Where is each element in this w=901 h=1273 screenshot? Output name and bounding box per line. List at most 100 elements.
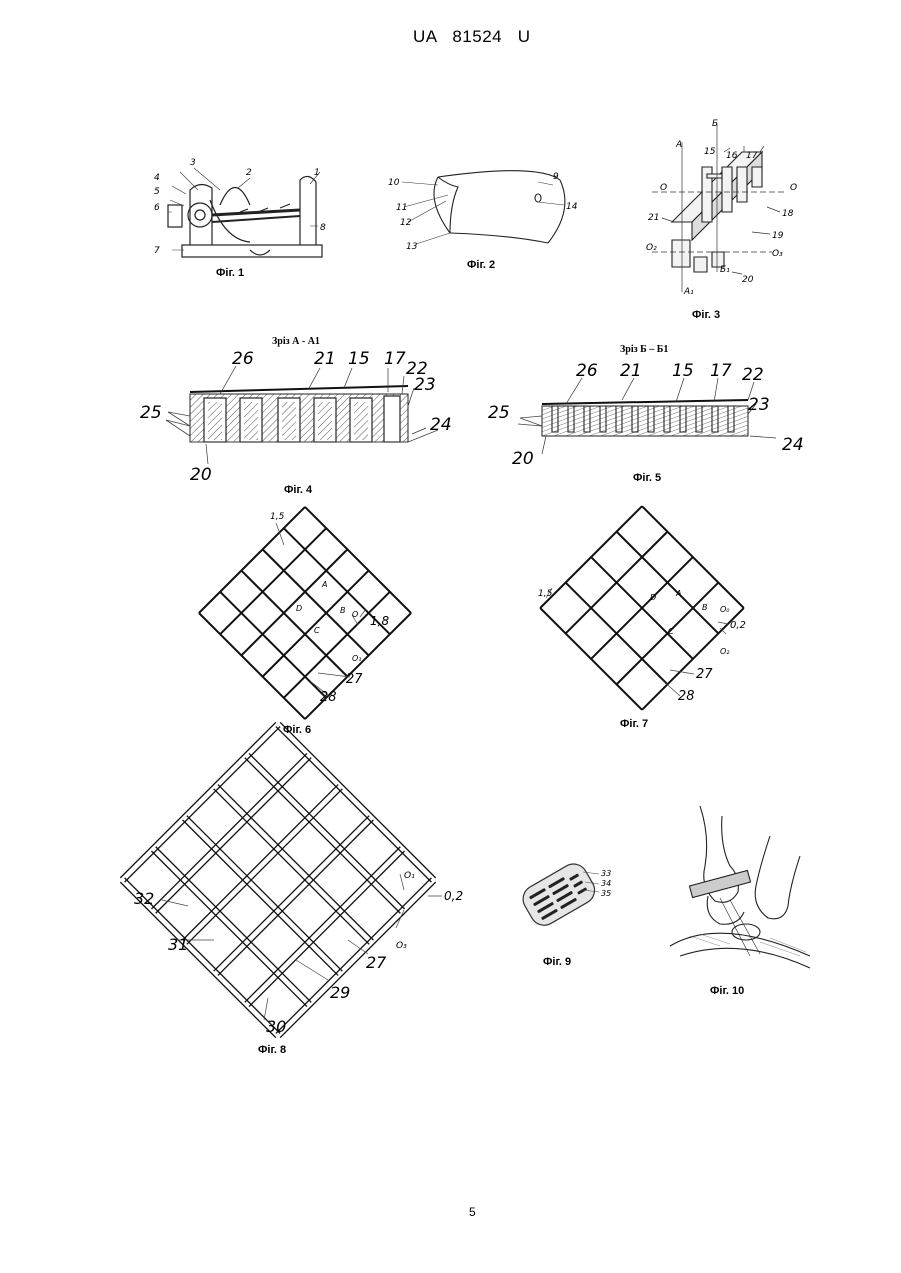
fig4-label: 23 [414, 375, 436, 395]
fig8-label: О₁ [404, 871, 415, 881]
fig7-label: 28 [678, 689, 695, 704]
fig4-label: 24 [430, 415, 452, 435]
fig3-label: 19 [772, 231, 784, 241]
fig3-label: Б [712, 119, 718, 129]
figure-7-drawing: 1,5 А D В С О₀ 0,2 О₂ 27 28 [530, 508, 770, 708]
figure-1: 1 2 3 4 5 6 7 8 [150, 160, 330, 270]
fig6-label: 1,5 [270, 512, 285, 522]
figure-2: 10 9 11 12 13 14 [388, 165, 588, 250]
fig2-label: 10 [388, 178, 400, 188]
fig3-label: 17 [746, 151, 758, 161]
fig7-label: В [702, 603, 708, 612]
figure-10 [660, 806, 820, 976]
figure-7: 1,5 А D В С О₀ 0,2 О₂ 27 28 [530, 508, 770, 708]
figure-2-drawing: 10 9 11 12 13 14 [388, 165, 588, 250]
fig5-label: 21 [620, 361, 642, 381]
figure-9-caption: Фіг. 9 [543, 956, 571, 968]
figure-10-caption: Фіг. 10 [710, 985, 744, 997]
fig7-label: 1,5 [538, 589, 553, 599]
figure-4: 26 21 15 17 22 23 25 24 20 [138, 346, 468, 486]
figure-8: О₁ 0,2 32 О₃ 31 27 29 30 [128, 740, 478, 1040]
figure-8-drawing: О₁ 0,2 32 О₃ 31 27 29 30 [128, 740, 478, 1040]
fig3-label: А₁ [683, 287, 694, 297]
fig1-label: 7 [154, 246, 160, 256]
fig5-label: 22 [742, 365, 764, 385]
fig8-label: О₃ [396, 941, 407, 951]
fig3-label: 16 [726, 151, 738, 161]
fig7-label: 27 [696, 667, 713, 682]
page-number: 5 [469, 1205, 476, 1219]
fig8-label: 31 [168, 935, 188, 954]
figure-1-caption: Фіг. 1 [216, 267, 244, 279]
fig5-label: 26 [576, 361, 598, 381]
fig7-label: D [650, 593, 656, 602]
fig4-label: 17 [384, 349, 406, 369]
fig5-label: 20 [512, 449, 534, 469]
fig8-label: 30 [266, 1017, 286, 1036]
figure-7-caption: Фіг. 7 [620, 718, 648, 730]
figure-4-caption: Фіг. 4 [284, 484, 312, 496]
fig7-label: 0,2 [730, 620, 746, 631]
fig1-label: 3 [190, 158, 196, 168]
figure-6-drawing: 1,5 А В D С О 1,8 О₁ 27 28 [200, 505, 410, 715]
fig6-label: С [314, 626, 320, 635]
document-number: UA 81524 U [413, 27, 531, 47]
figure-3-drawing: А Б 15 16 17 О О 21 18 19 О₂ О₃ Б₁ 20 А₁ [612, 112, 812, 302]
fig2-label: 14 [566, 202, 578, 212]
fig4-label: 20 [190, 465, 212, 485]
fig8-label: 29 [330, 983, 350, 1002]
fig3-label: О [660, 183, 667, 193]
fig5-label: 24 [782, 435, 804, 455]
figure-10-drawing [660, 806, 820, 976]
fig2-label: 11 [396, 203, 407, 213]
fig9-label: 35 [601, 889, 611, 898]
fig7-label: О₀ [720, 605, 730, 614]
fig6-label: О [352, 610, 358, 619]
fig4-label: 15 [348, 349, 370, 369]
figure-3: А Б 15 16 17 О О 21 18 19 О₂ О₃ Б₁ 20 А₁ [612, 112, 812, 302]
fig6-label: 28 [320, 690, 337, 705]
fig7-label: А [675, 589, 681, 598]
fig7-label: О₂ [720, 647, 730, 656]
fig5-label: 25 [488, 403, 510, 423]
fig4-label: 21 [314, 349, 336, 369]
fig6-label: О₁ [352, 654, 362, 663]
fig8-label: 32 [134, 889, 154, 908]
figure-1-drawing: 1 2 3 4 5 6 7 8 [150, 160, 330, 270]
fig2-label: 12 [400, 218, 412, 228]
fig5-label: 23 [748, 395, 770, 415]
fig1-label: 4 [154, 173, 160, 183]
fig9-label: 34 [601, 879, 611, 888]
fig1-label: 8 [320, 223, 326, 233]
figure-8-caption: Фіг. 8 [258, 1044, 286, 1056]
fig6-label: А [321, 580, 327, 589]
figure-9-drawing: 33 34 35 [505, 848, 625, 948]
fig7-label: С [668, 627, 674, 636]
fig5-label: 15 [672, 361, 694, 381]
fig1-label: 6 [154, 203, 160, 213]
figure-5: 26 21 15 17 22 25 23 24 20 [486, 354, 816, 466]
fig4-label: 26 [232, 349, 254, 369]
figure-5-drawing: 26 21 15 17 22 25 23 24 20 [486, 354, 816, 466]
fig3-label: О₂ [646, 243, 657, 253]
fig6-label: D [296, 604, 302, 613]
fig3-label: 20 [742, 275, 754, 285]
fig5-label: 17 [710, 361, 732, 381]
figure-3-caption: Фіг. 3 [692, 309, 720, 321]
fig3-label: Б₁ [720, 265, 730, 275]
fig3-label: О [790, 183, 797, 193]
fig6-label: 27 [346, 672, 363, 687]
fig2-label: 13 [406, 242, 418, 252]
figure-9: 33 34 35 [505, 848, 625, 948]
figure-5-caption: Фіг. 5 [633, 472, 661, 484]
fig3-label: А [675, 140, 682, 150]
fig1-label: 1 [314, 168, 320, 178]
fig2-label: 9 [553, 172, 559, 182]
fig8-label: 0,2 [444, 889, 463, 903]
fig3-label: 15 [704, 147, 716, 157]
figure-6: 1,5 А В D С О 1,8 О₁ 27 28 [200, 505, 410, 715]
fig9-label: 33 [601, 869, 611, 878]
fig1-label: 2 [246, 168, 252, 178]
fig6-label: 1,8 [370, 614, 389, 628]
figure-2-caption: Фіг. 2 [467, 259, 495, 271]
